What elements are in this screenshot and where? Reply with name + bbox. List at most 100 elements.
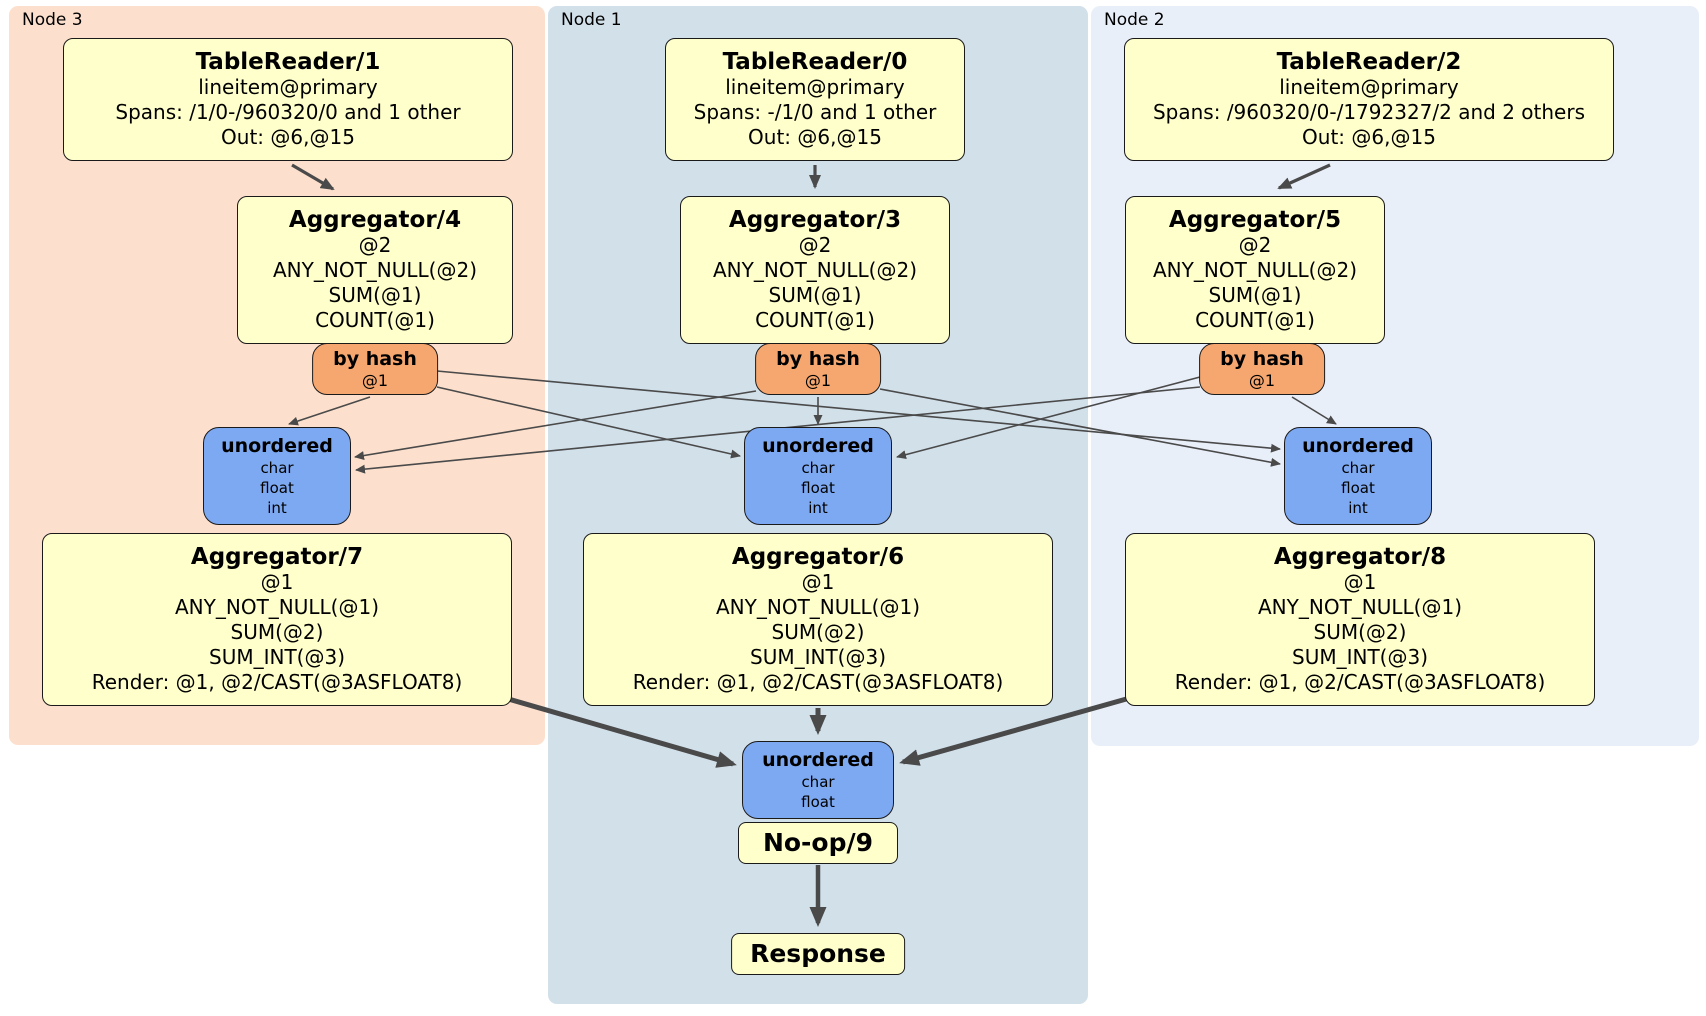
box-line: SUM(@1) <box>1208 283 1302 307</box>
box-line: SUM(@1) <box>328 283 422 307</box>
box-line: Out: @6,@15 <box>748 125 882 149</box>
tablereader-2-box: TableReader/2 lineitem@primary Spans: /9… <box>1124 38 1614 161</box>
box-line: ANY_NOT_NULL(@2) <box>713 258 917 282</box>
node1-label: Node 1 <box>561 10 622 30</box>
box-line: Out: @6,@15 <box>221 125 355 149</box>
box-line: int <box>808 499 828 517</box>
box-line: Spans: -/1/0 and 1 other <box>693 100 937 124</box>
box-line: char <box>260 459 294 477</box>
box-title: No-op/9 <box>762 828 874 857</box>
edge-router2-sync2 <box>1291 396 1337 425</box>
box-line: lineitem@primary <box>725 75 905 99</box>
box-line: Spans: /960320/0-/1792327/2 and 2 others <box>1152 100 1585 124</box>
box-line: SUM(@2) <box>230 620 324 644</box>
noop-9-box: No-op/9 <box>738 822 898 864</box>
hash-router-node2: by hash @1 <box>1199 343 1325 395</box>
box-line: Render: @1, @2/CAST(@3ASFLOAT8) <box>632 670 1004 694</box>
box-line: @2 <box>798 233 832 257</box>
unordered-sync-final: unordered char float <box>742 741 894 819</box>
box-title: Aggregator/8 <box>1273 544 1447 570</box>
box-line: @1 <box>1343 570 1377 594</box>
box-title: TableReader/2 <box>1276 49 1462 75</box>
unordered-sync-node1: unordered char float int <box>744 427 892 525</box>
edge-agg7-finalsync <box>497 693 737 768</box>
edge-router3-sync3 <box>288 396 371 426</box>
tablereader-1-box: TableReader/1 lineitem@primary Spans: /1… <box>63 38 513 161</box>
box-title: Aggregator/5 <box>1168 207 1342 233</box>
box-line: SUM(@1) <box>768 283 862 307</box>
box-line: float <box>801 479 835 497</box>
hash-router-node3: by hash @1 <box>312 343 438 395</box>
box-line: float <box>801 793 835 811</box>
box-line: char <box>801 459 835 477</box>
box-title: Aggregator/4 <box>288 207 462 233</box>
edge-router2-sync1 <box>896 376 1201 460</box>
box-title: Response <box>750 939 886 968</box>
edge-router3-sync2 <box>436 370 1281 453</box>
box-line: float <box>1341 479 1375 497</box>
aggregator-3-box: Aggregator/3 @2 ANY_NOT_NULL(@2) SUM(@1)… <box>680 196 950 344</box>
box-title: by hash <box>333 348 417 370</box>
box-title: Aggregator/3 <box>728 207 902 233</box>
edge-router1-sync3 <box>354 390 757 460</box>
box-title: Aggregator/7 <box>190 544 364 570</box>
box-line: lineitem@primary <box>198 75 378 99</box>
aggregator-7-box: Aggregator/7 @1 ANY_NOT_NULL(@1) SUM(@2)… <box>42 533 512 706</box>
box-line: float <box>260 479 294 497</box>
box-line: ANY_NOT_NULL(@1) <box>716 595 920 619</box>
box-title: unordered <box>762 749 874 771</box>
edge-agg8-finalsync <box>899 693 1138 766</box>
aggregator-8-box: Aggregator/8 @1 ANY_NOT_NULL(@1) SUM(@2)… <box>1125 533 1595 706</box>
tablereader-0-box: TableReader/0 lineitem@primary Spans: -/… <box>665 38 965 161</box>
unordered-sync-node2: unordered char float int <box>1284 427 1432 525</box>
box-title: TableReader/1 <box>195 49 381 75</box>
box-line: ANY_NOT_NULL(@1) <box>175 595 379 619</box>
box-line: @1 <box>1248 371 1276 390</box>
box-title: by hash <box>776 348 860 370</box>
box-line: @1 <box>804 371 832 390</box>
box-title: Aggregator/6 <box>731 544 905 570</box>
box-line: SUM_INT(@3) <box>1292 645 1428 669</box>
box-title: unordered <box>221 435 333 457</box>
hash-router-node1: by hash @1 <box>755 343 881 395</box>
edge-router1-sync2 <box>879 388 1281 467</box>
box-title: by hash <box>1220 348 1304 370</box>
box-line: SUM(@2) <box>1313 620 1407 644</box>
box-line: char <box>1341 459 1375 477</box>
box-line: char <box>801 773 835 791</box>
edge-tr1-agg4 <box>291 163 335 191</box>
box-line: COUNT(@1) <box>1195 308 1315 332</box>
unordered-sync-node3: unordered char float int <box>203 427 351 525</box>
box-line: Out: @6,@15 <box>1302 125 1436 149</box>
edge-router3-sync1 <box>436 386 741 459</box>
box-line: @1 <box>361 371 389 390</box>
aggregator-4-box: Aggregator/4 @2 ANY_NOT_NULL(@2) SUM(@1)… <box>237 196 513 344</box>
box-title: unordered <box>1302 435 1414 457</box>
box-line: SUM_INT(@3) <box>750 645 886 669</box>
box-line: Render: @1, @2/CAST(@3ASFLOAT8) <box>1174 670 1546 694</box>
box-line: int <box>267 499 287 517</box>
aggregator-5-box: Aggregator/5 @2 ANY_NOT_NULL(@2) SUM(@1)… <box>1125 196 1385 344</box>
box-line: ANY_NOT_NULL(@1) <box>1258 595 1462 619</box>
box-line: Render: @1, @2/CAST(@3ASFLOAT8) <box>91 670 463 694</box>
box-line: ANY_NOT_NULL(@2) <box>1153 258 1357 282</box>
box-line: COUNT(@1) <box>315 308 435 332</box>
box-title: unordered <box>762 435 874 457</box>
box-title: TableReader/0 <box>722 49 908 75</box>
box-line: COUNT(@1) <box>755 308 875 332</box>
aggregator-6-box: Aggregator/6 @1 ANY_NOT_NULL(@1) SUM(@2)… <box>583 533 1053 706</box>
box-line: @2 <box>1238 233 1272 257</box>
box-line: @1 <box>801 570 835 594</box>
box-line: SUM_INT(@3) <box>209 645 345 669</box>
box-line: lineitem@primary <box>1279 75 1459 99</box>
node3-label: Node 3 <box>22 10 83 30</box>
node2-label: Node 2 <box>1104 10 1165 30</box>
box-line: int <box>1348 499 1368 517</box>
box-line: ANY_NOT_NULL(@2) <box>273 258 477 282</box>
edge-tr2-agg5 <box>1277 163 1331 190</box>
response-box: Response <box>731 933 905 975</box>
box-line: SUM(@2) <box>771 620 865 644</box>
box-line: @1 <box>260 570 294 594</box>
